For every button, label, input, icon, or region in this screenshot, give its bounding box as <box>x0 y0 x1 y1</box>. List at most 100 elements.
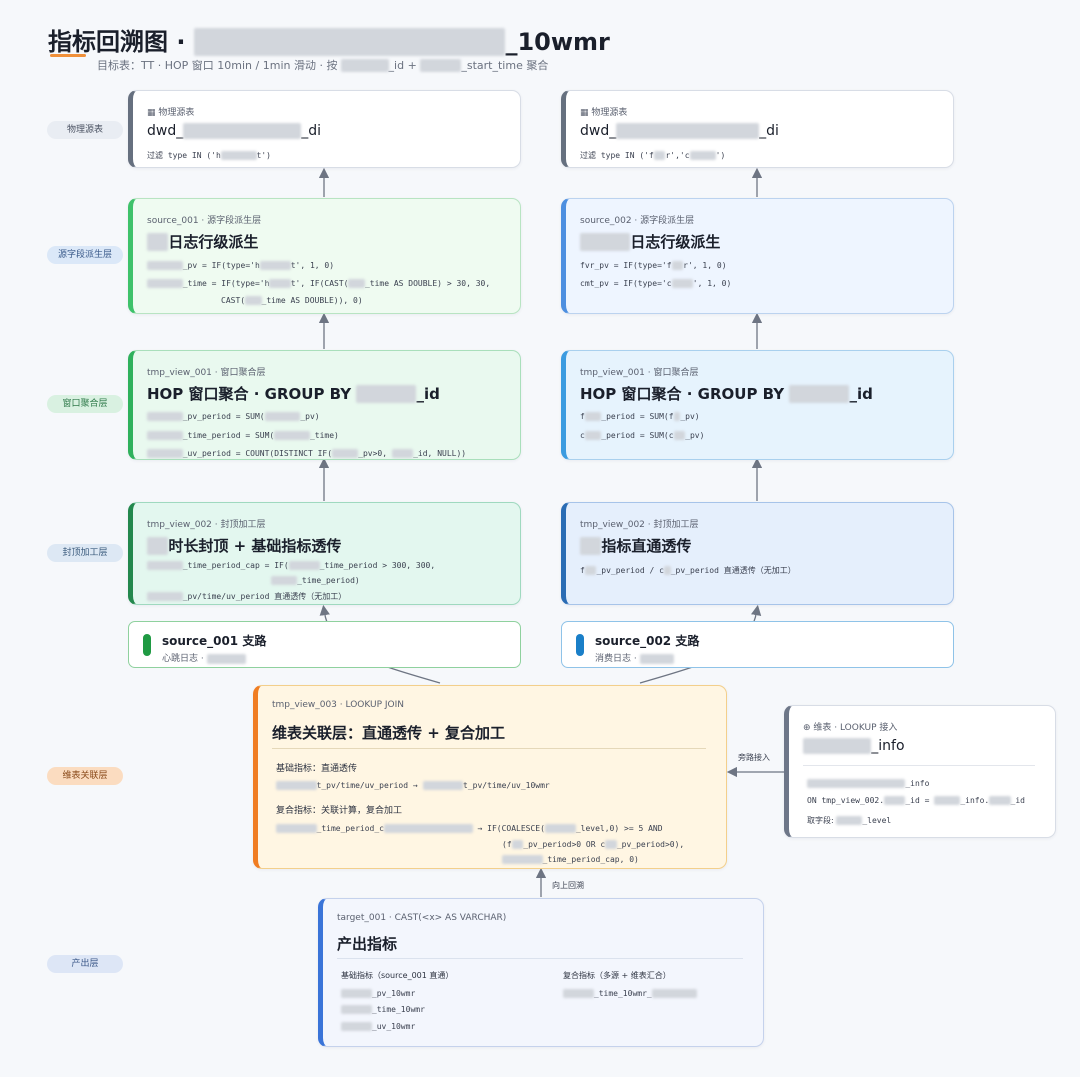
masked-text: xxxxxxx <box>147 561 183 570</box>
masked-text: xxxxxx <box>341 1005 372 1014</box>
divider <box>803 765 1035 766</box>
heading-text: 日志行级派生 <box>168 233 259 251</box>
masked-text: xxxxxxx <box>147 449 183 458</box>
masked-text: xxxxxxxx <box>276 781 317 790</box>
heading-text: _id <box>849 385 873 403</box>
layer-pill-source: 源字段派生层 <box>47 246 123 264</box>
code-line: fvr_pv = IF(type='fxxr', 1, 0) <box>580 261 727 270</box>
card-right-source[interactable]: source_002 · 源字段派生层 xxxxx日志行级派生 fvr_pv =… <box>561 198 954 314</box>
masked-text: xx <box>671 261 684 270</box>
name-suffix: _di <box>759 123 779 139</box>
card-heading: HOP 窗口聚合 · GROUP BY xxxxxx_id <box>580 383 873 404</box>
code-part: _time_10wmr <box>371 1005 425 1014</box>
card-heading: dwd_xxxxxxxxxxxxxx_di <box>147 123 321 139</box>
code-part: ') <box>715 151 726 160</box>
card-heading: xx时长封顶 + 基础指标透传 <box>147 535 341 556</box>
branch-sub-text: 心跳日志 · <box>162 654 207 664</box>
code-part: 过滤 type IN ('h <box>147 151 221 160</box>
code-part: t_pv/time/uv_10wmr <box>463 781 550 790</box>
section-basic-label: 基础指标：直通透传 <box>276 764 358 774</box>
code-part: _pv) <box>300 412 320 421</box>
masked-text: xxxxxx <box>356 385 417 403</box>
card-dim-table[interactable]: ⊕ 维表 · LOOKUP 接入 xxxxxxxx_info xxxxxxxxx… <box>784 705 1056 838</box>
branch-source-002[interactable]: source_002 支路 消费日志 · xxxxxx <box>561 621 954 668</box>
card-heading: 维表关联层：直通透传 + 复合加工 <box>272 724 506 742</box>
card-target[interactable]: target_001 · CAST(<x> AS VARCHAR) 产出指标 基… <box>318 898 764 1047</box>
card-right-physical[interactable]: ▦ 物理源表 dwd_xxxxxxxxxxxxxxxxx_di 过滤 type … <box>561 90 954 168</box>
masked-text: xxxxxx <box>259 261 291 270</box>
heading-text: HOP 窗口聚合 · GROUP BY <box>580 385 790 403</box>
masked-text: xxxxx <box>689 151 716 160</box>
code-part: _time_period_cap = IF( <box>182 561 289 570</box>
card-left-source[interactable]: source_001 · 源字段派生层 xx日志行级派生 xxxxxxx_pv … <box>128 198 521 314</box>
code-part: CAST( <box>221 296 246 305</box>
masked-text: xxxxxxx <box>147 261 183 270</box>
code-part: (f <box>502 840 512 849</box>
branch-source-001[interactable]: source_001 支路 心跳日志 · xxxxxxx <box>128 621 521 668</box>
masked-text: xxx <box>245 296 262 305</box>
masked-text: xx <box>673 431 686 440</box>
masked-text: xxxxxx <box>420 59 462 72</box>
filter-line: 过滤 type IN ('hxxxxxxxt') <box>147 150 271 161</box>
branch-dot <box>143 634 151 656</box>
code-part: _time = IF(type='h <box>182 279 270 288</box>
heading-text: 指标直通透传 <box>601 537 692 555</box>
masked-text: xxx <box>584 412 602 421</box>
branch-sub: 心跳日志 · xxxxxxx <box>162 651 246 664</box>
card-eyebrow: target_001 · CAST(<x> AS VARCHAR) <box>337 913 507 923</box>
code-part: _pv/time/uv_period 直通透传（无加工） <box>182 592 347 601</box>
card-lookup-join[interactable]: tmp_view_003 · LOOKUP JOIN 维表关联层：直通透传 + … <box>253 685 727 869</box>
divider <box>337 958 743 959</box>
code-line: xxxxxxxx_time_period_cxxxxxxxxxxxxxxxxxx… <box>276 824 663 833</box>
code-part: _time_period > 300, 300, <box>319 561 436 570</box>
code-line: xxxxxxx_pv/time/uv_period 直通透传（无加工） <box>147 591 346 602</box>
card-left-physical[interactable]: ▦ 物理源表 dwd_xxxxxxxxxxxxxx_di 过滤 type IN … <box>128 90 521 168</box>
branch-sub-text: 消费日志 · <box>595 654 640 664</box>
masked-text: xxxxx <box>271 576 298 585</box>
heading-text: 时长封顶 + 基础指标透传 <box>168 537 342 555</box>
code-part: ON tmp_view_002. <box>807 796 885 805</box>
code-line: xxxxxxxx_time_period_cap, 0) <box>502 855 639 864</box>
subtitle-prefix: 目标表：TT · HOP 窗口 10min / 1min 滑动 · 按 <box>97 59 341 72</box>
masked-text: xxxxxx <box>341 1022 372 1031</box>
masked-text: xxxxxx <box>544 824 576 833</box>
card-heading: HOP 窗口聚合 · GROUP BY xxxxxx_id <box>147 383 440 404</box>
code-part: c <box>580 431 585 440</box>
section-basic-label: 基础指标（source_001 直通） <box>341 971 454 980</box>
masked-text: xxxxxx <box>288 561 320 570</box>
target-metric: xxxxxx_pv_10wmr <box>341 989 415 998</box>
code-line: xxxxxxx_time_period = SUM(xxxxxxx_time) <box>147 431 339 440</box>
masked-text: xxxxxxx <box>147 279 183 288</box>
target-metric: xxxxxx_time_10wmr_xxxxxxxxx <box>563 989 698 998</box>
layer-pill-window: 窗口聚合层 <box>47 395 123 413</box>
card-right-window[interactable]: tmp_view_001 · 窗口聚合层 HOP 窗口聚合 · GROUP BY… <box>561 350 954 460</box>
code-part: r','c <box>665 151 690 160</box>
card-eyebrow: source_002 · 源字段派生层 <box>580 216 695 226</box>
title-prefix: 指标回溯图 · <box>48 28 194 56</box>
heading-text: _id <box>416 385 440 403</box>
masked-text: xx <box>653 151 666 160</box>
card-eyebrow: tmp_view_001 · 窗口聚合层 <box>580 368 699 378</box>
card-left-window[interactable]: tmp_view_001 · 窗口聚合层 HOP 窗口聚合 · GROUP BY… <box>128 350 521 460</box>
code-line: xxxxxxx_time = IF(type='hxxxxt', IF(CAST… <box>147 279 490 288</box>
masked-text: xxxx <box>989 796 1011 805</box>
code-part: t') <box>256 151 271 160</box>
card-left-cap[interactable]: tmp_view_002 · 封顶加工层 xx时长封顶 + 基础指标透传 xxx… <box>128 502 521 605</box>
name-suffix: _di <box>301 123 322 139</box>
name-prefix: dwd_ <box>147 123 184 139</box>
code-part: _pv_period>0), <box>616 840 685 849</box>
card-heading: xxxxx日志行级派生 <box>580 231 720 252</box>
code-line: 取字段: xxxxx_level <box>807 815 891 826</box>
page-subtitle: 目标表：TT · HOP 窗口 10min / 1min 滑动 · 按 xxxx… <box>97 57 548 73</box>
masked-text: xxx <box>348 279 365 288</box>
layer-pill-physical: 物理源表 <box>47 121 123 139</box>
card-eyebrow: tmp_view_003 · LOOKUP JOIN <box>272 700 405 710</box>
card-heading: dwd_xxxxxxxxxxxxxxxxx_di <box>580 123 779 139</box>
code-line: cmt_pv = IF(type='cxxxx', 1, 0) <box>580 279 731 288</box>
subtitle-mid: _id + <box>388 59 421 72</box>
code-part: _time AS DOUBLE) > 30, 30, <box>364 279 491 288</box>
subtitle-suffix: _start_time 聚合 <box>461 59 549 72</box>
heading-text: _info <box>871 738 905 754</box>
masked-text: xxxxxxxxxxxxxxxxx <box>616 123 760 139</box>
card-right-cap[interactable]: tmp_view_002 · 封顶加工层 xx指标直通透传 fxx_pv_per… <box>561 502 954 605</box>
